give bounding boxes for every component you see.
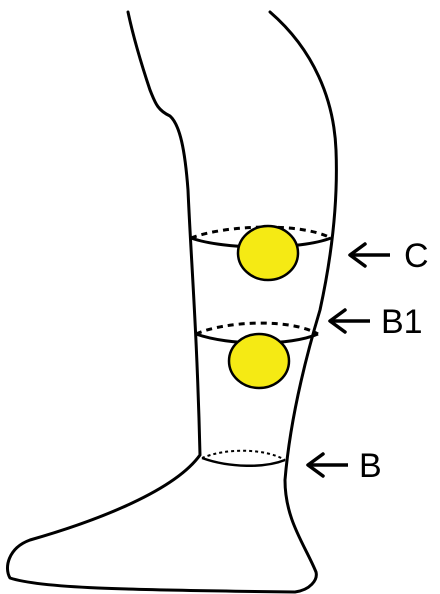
arrow-b1 <box>330 310 370 332</box>
arrow-c <box>350 244 390 266</box>
label-b: B <box>359 447 382 485</box>
label-b1: B1 <box>381 303 423 341</box>
level-b-front <box>202 458 285 466</box>
level-b-back <box>202 451 285 460</box>
label-c: C <box>404 237 429 275</box>
marker-b1 <box>229 334 289 388</box>
level-b1-back <box>196 323 318 334</box>
leg-outline <box>7 12 336 592</box>
arrow-b <box>308 454 348 476</box>
marker-c <box>238 226 298 280</box>
